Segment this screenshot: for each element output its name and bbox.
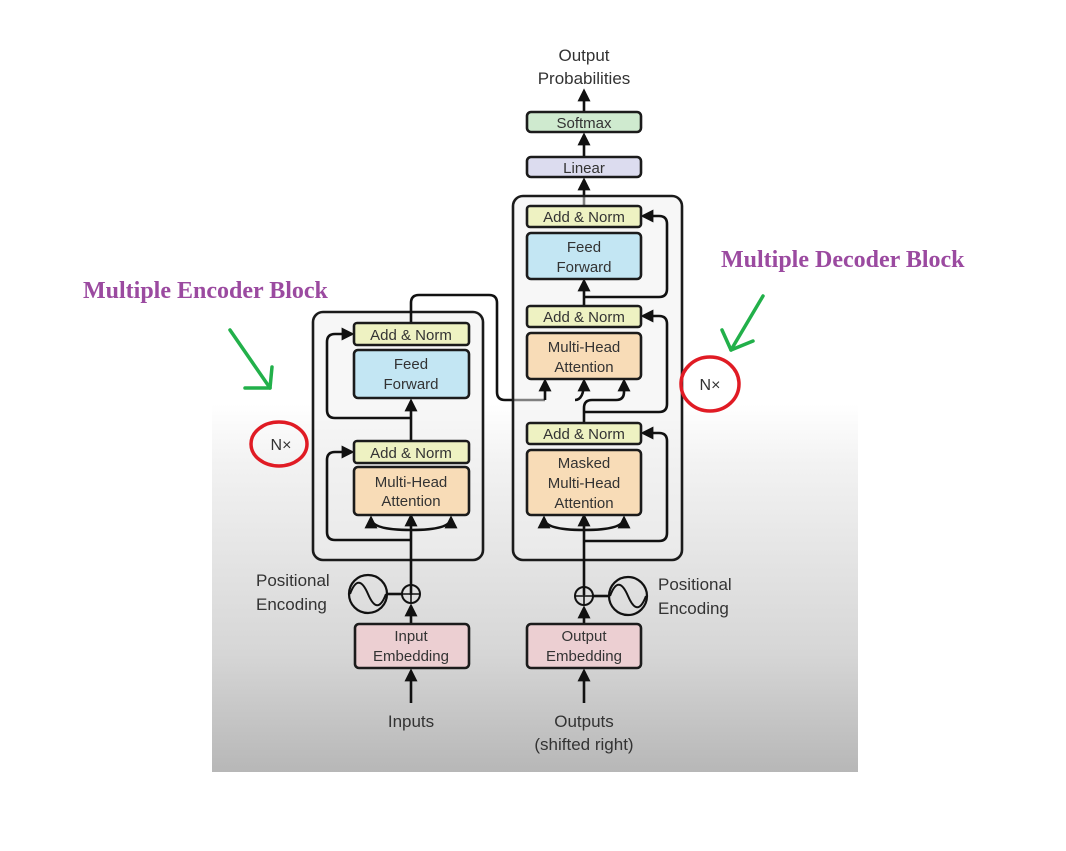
encoder-feed-forward-label-1: Feed	[394, 356, 428, 373]
decoder-cross-attention	[525, 331, 643, 381]
decoder-masked-attention	[525, 448, 643, 517]
encoder-residual-2	[325, 327, 411, 420]
decoder-cross-attention-label-2: Attention	[554, 359, 613, 376]
encoder-repeat-label: N×	[271, 437, 292, 454]
encoder-add-norm-bottom	[352, 439, 471, 465]
decoder-feed-forward-label-1: Feed	[567, 239, 601, 256]
encoder-annotation-label: Multiple Encoder Block	[83, 278, 328, 304]
encoder-add-norm-top-label: Add & Norm	[370, 327, 452, 344]
decoder-add-norm-top-label: Add & Norm	[543, 209, 625, 226]
decoder-query-arrow	[582, 378, 631, 422]
encoder-feed-forward	[352, 348, 471, 400]
decoder-add-norm-mid	[525, 304, 643, 329]
decoder-sine-wave-icon	[607, 575, 649, 617]
input-embedding-block	[353, 622, 471, 670]
outputs-label-1: Outputs	[554, 712, 614, 731]
decoder-feed-forward-label-2: Forward	[556, 259, 611, 276]
decoder-repeat-label: N×	[700, 377, 721, 394]
decoder-add-norm-mid-label: Add & Norm	[543, 309, 625, 326]
decoder-feed-forward	[525, 231, 643, 281]
input-embedding-label-1: Input	[394, 628, 428, 645]
encoder-sine-wave-path	[349, 581, 387, 607]
output-embedding-label-2: Embedding	[546, 648, 622, 665]
output-embedding-block	[525, 622, 643, 670]
linear-block	[525, 155, 643, 179]
outputs-label-2: (shifted right)	[534, 735, 633, 754]
encoder-attention-label-1: Multi-Head	[375, 474, 448, 491]
linear-label: Linear	[563, 160, 605, 177]
encoder-attention-label-2: Attention	[381, 493, 440, 510]
encoder-pe-label-2: Encoding	[256, 595, 327, 614]
decoder-cross-attn-v-arrow	[574, 378, 591, 402]
encoder-output-connection	[409, 293, 545, 402]
decoder-cross-attention-label-1: Multi-Head	[548, 339, 621, 356]
encoder-attn-q-arrow	[364, 515, 412, 532]
decoder-masked-attn-q-arrow	[537, 515, 585, 532]
decoder-masked-attention-label-2: Multi-Head	[548, 475, 621, 492]
input-embedding-label-2: Embedding	[373, 648, 449, 665]
decoder-repeat-circle	[679, 355, 741, 413]
decoder-residual-2	[584, 309, 669, 414]
decoder-pe-label-2: Encoding	[658, 599, 729, 618]
decoder-masked-attention-label-1: Masked	[558, 455, 611, 472]
decoder-sine-wave-path	[609, 583, 647, 609]
encoder-multi-head-attention	[352, 465, 471, 517]
output-probabilities-line2: Probabilities	[538, 69, 631, 88]
output-probabilities-line1: Output	[558, 46, 609, 65]
encoder-add-norm-bottom-label: Add & Norm	[370, 445, 452, 462]
softmax-label: Softmax	[556, 115, 612, 132]
decoder-annotation-label: Multiple Decoder Block	[721, 247, 965, 273]
decoder-residual-3	[584, 209, 669, 299]
decoder-masked-attn-v-arrow	[583, 515, 631, 532]
encoder-residual-1	[325, 445, 411, 542]
softmax-block	[525, 110, 643, 134]
encoder-attn-v-arrow	[410, 515, 458, 532]
encoder-pe-label-1: Positional	[256, 571, 330, 590]
inputs-label: Inputs	[388, 712, 434, 731]
encoder-sine-wave-icon	[347, 573, 389, 615]
decoder-add-norm-bottom-label: Add & Norm	[543, 426, 625, 443]
decoder-masked-attention-label-3: Attention	[554, 495, 613, 512]
encoder-repeat-circle	[249, 420, 309, 468]
decoder-add-norm-bottom	[525, 421, 643, 446]
output-embedding-label-1: Output	[561, 628, 607, 645]
encoder-annotation-arrow-icon	[228, 328, 274, 390]
encoder-add-norm-top	[352, 321, 471, 347]
decoder-residual-1	[584, 426, 669, 543]
encoder-feed-forward-label-2: Forward	[383, 376, 438, 393]
decoder-pe-label-1: Positional	[658, 575, 732, 594]
decoder-add-norm-top	[525, 204, 643, 229]
decoder-annotation-arrow-icon	[720, 294, 765, 352]
